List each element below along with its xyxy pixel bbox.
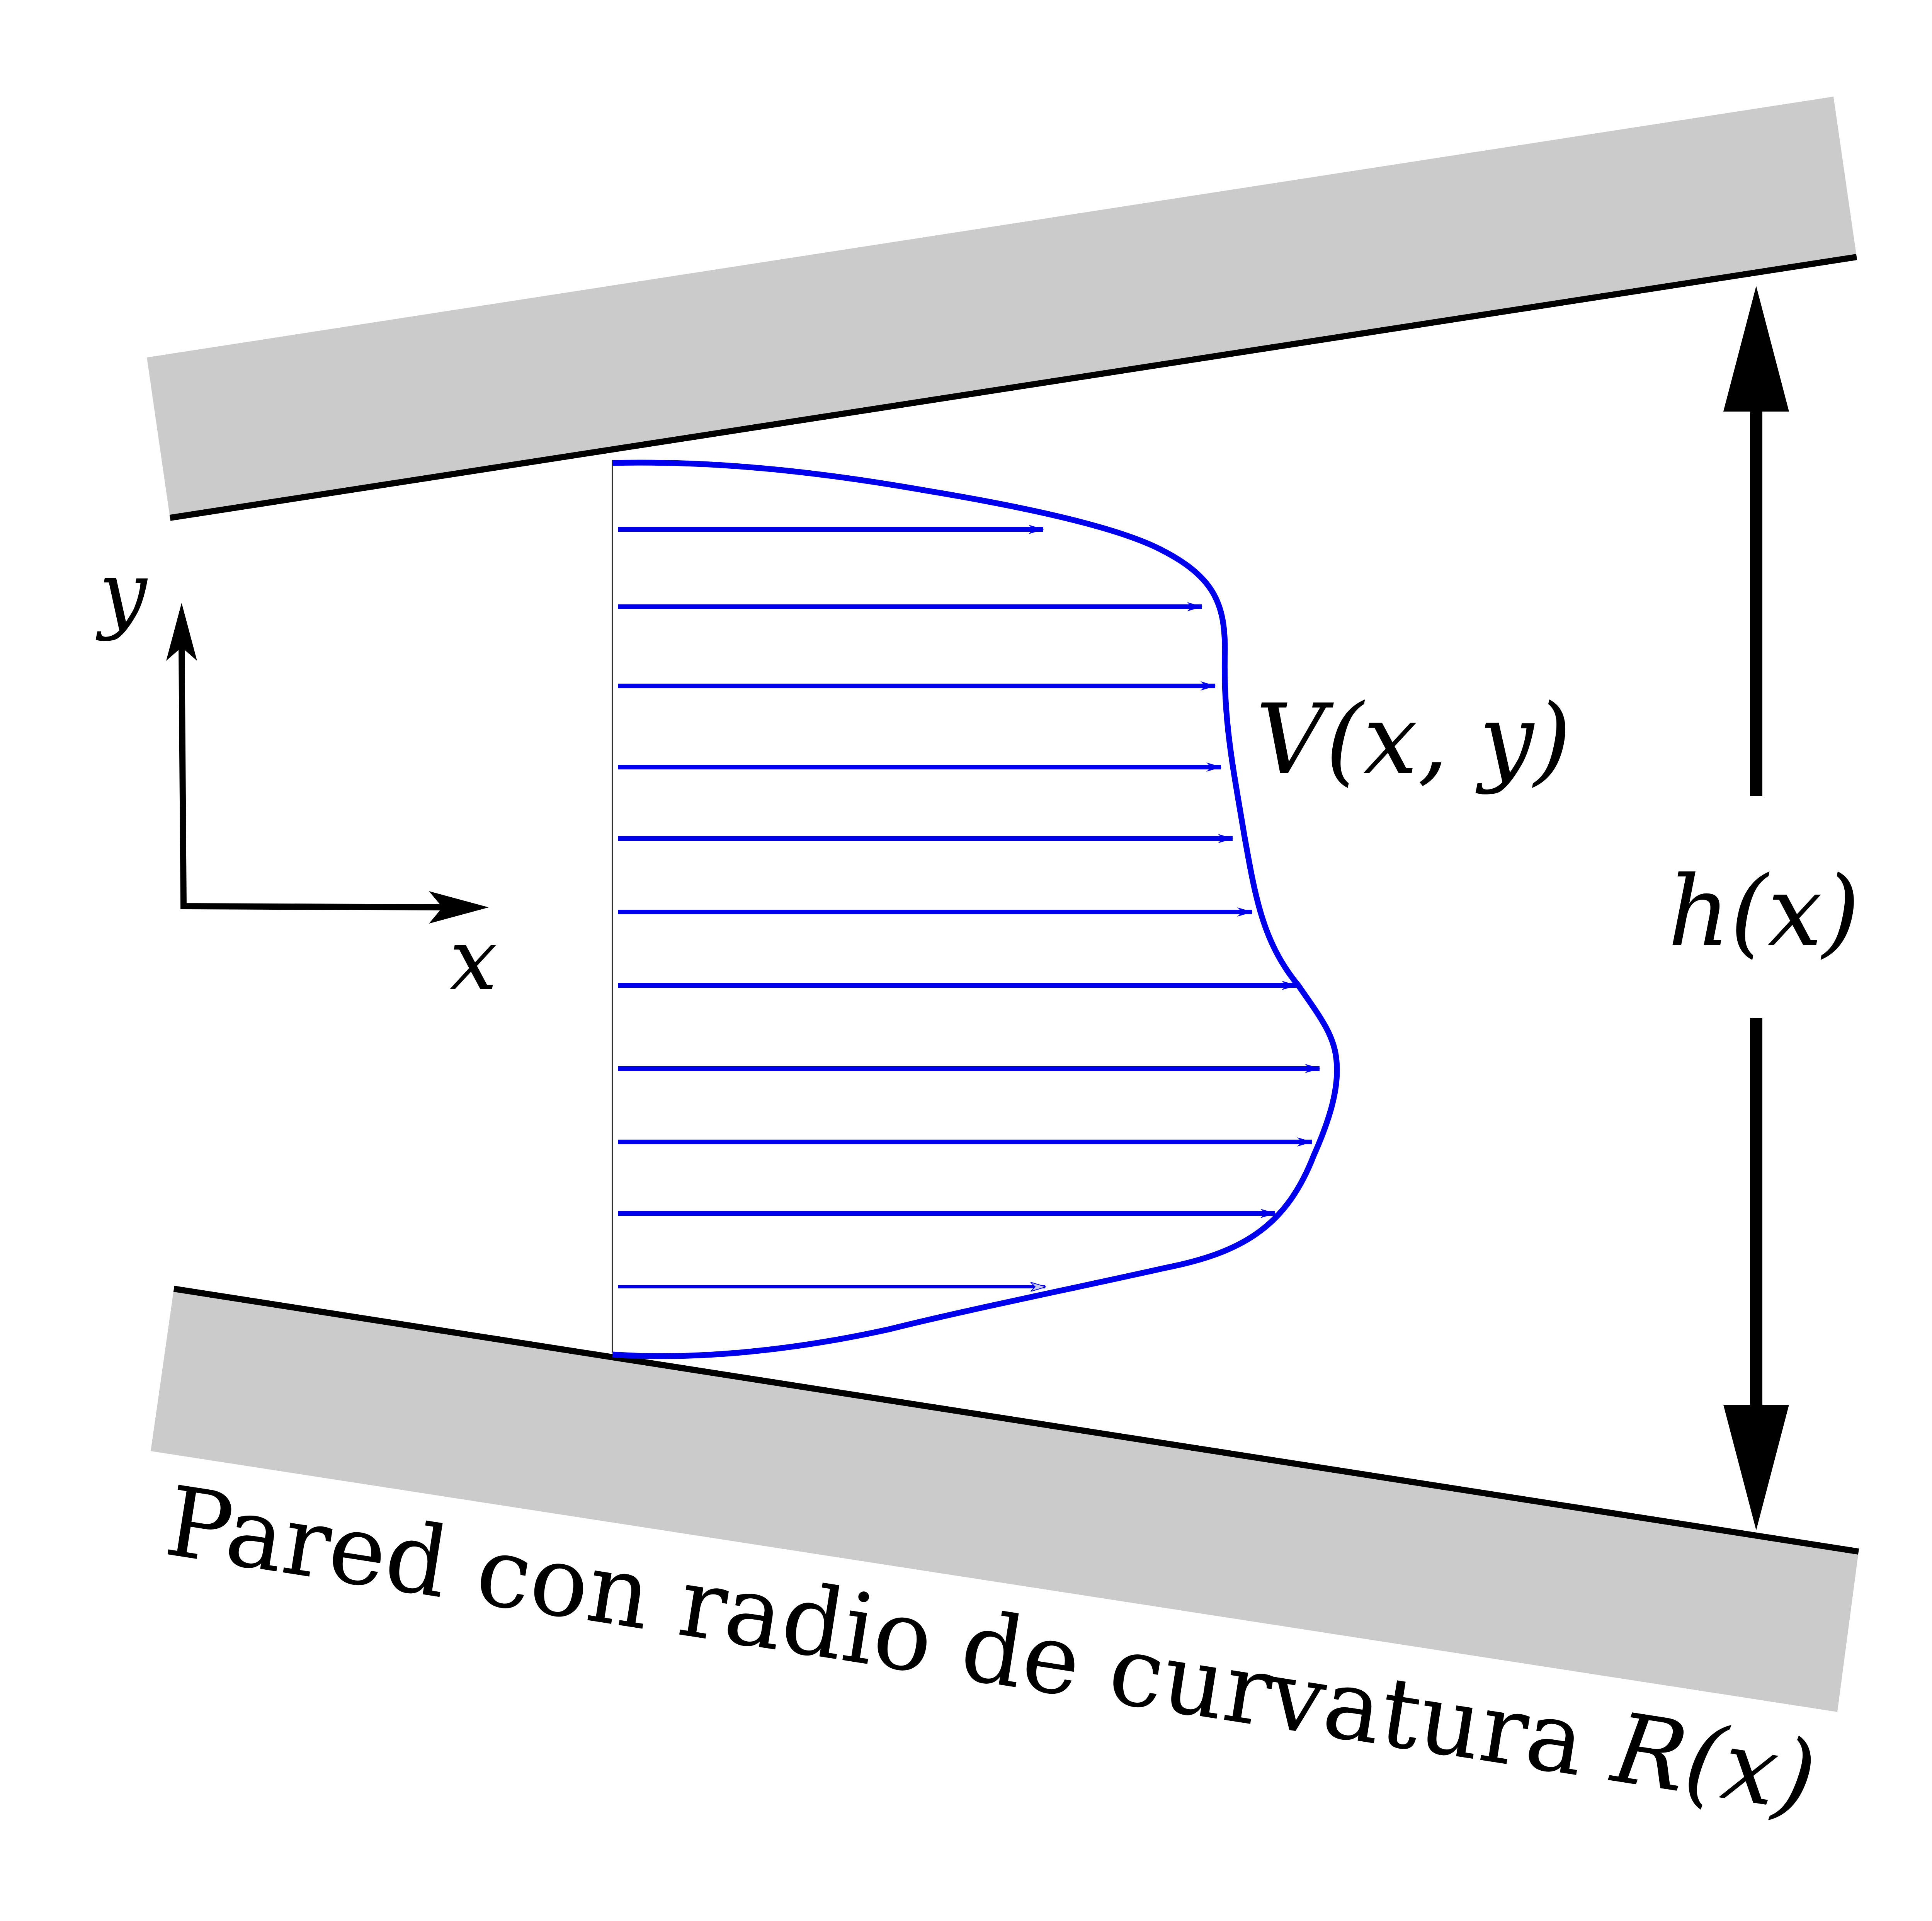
axis-y-label: y [95,543,148,642]
lower-wall-edge [173,1286,1859,1555]
height-label: h(x) [1668,855,1860,968]
upper-wall [147,97,1857,521]
lower-wall-body [151,1289,1859,1712]
wall-caption-math: R(x) [1604,1691,1823,1834]
arrow-up-icon [166,603,197,661]
axes-lines [179,645,464,910]
velocity-arrows [618,525,1320,1287]
height-dimension: h(x) [1668,286,1860,1530]
upper-wall-edge [169,254,1857,521]
velocity-profile-curve [612,459,1340,1359]
coordinate-axes: y x [95,543,497,1009]
arrow-right-icon [429,891,489,924]
axis-x-label: x [449,910,497,1009]
upper-wall-body [147,97,1857,518]
velocity-label: V(x, y) [1256,683,1571,796]
arrow-up-icon [1723,286,1789,412]
arrow-down-icon [1723,1405,1789,1530]
lower-wall [151,1286,1859,1712]
